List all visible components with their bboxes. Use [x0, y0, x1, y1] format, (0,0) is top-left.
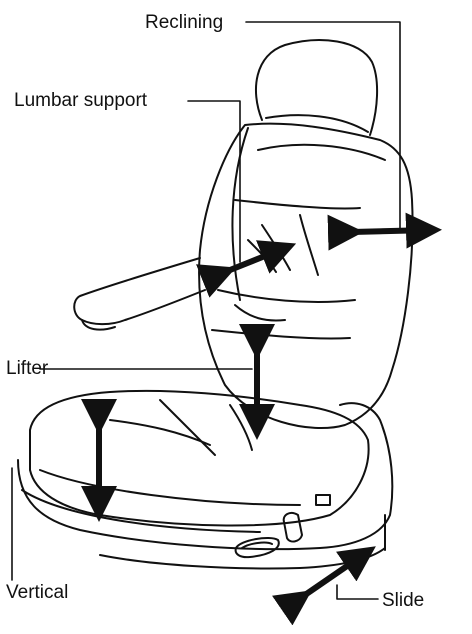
adjustment-arrows — [81, 212, 442, 626]
reclining-label: Reclining — [145, 12, 224, 33]
armrest — [73, 257, 206, 331]
slide-leader — [336, 584, 379, 600]
leader-lines — [11, 21, 401, 600]
slide-label: Slide — [382, 590, 425, 611]
lumbar-support-label: Lumbar support — [14, 90, 148, 111]
reclining-arrow — [327, 212, 442, 251]
lumbar-leader — [187, 100, 241, 263]
vertical-label: Vertical — [6, 582, 69, 603]
headrest — [255, 39, 379, 136]
slide-arrow — [272, 546, 376, 626]
seat-back — [198, 122, 414, 429]
lifter-label: Lifter — [6, 358, 49, 379]
lumbar-arrow — [196, 240, 297, 298]
reclining-leader — [245, 21, 401, 231]
